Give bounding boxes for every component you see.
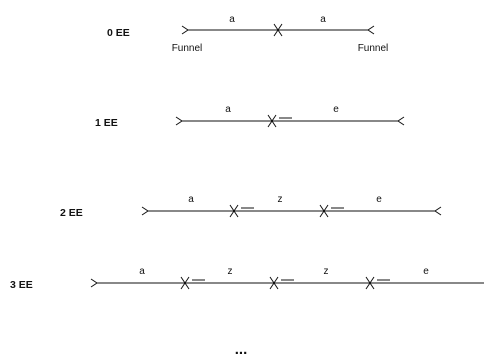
row-label: 3 EE [10,279,33,291]
row-3ee: 3 EE a z z e [10,266,484,291]
row-1ee: 1 EE a e [95,104,405,129]
segment-label: z [324,266,329,277]
cross-icon [365,276,375,290]
funnel-right-icon [367,25,375,35]
funnel-right-icon [434,206,442,216]
cross-icon [273,23,283,37]
segment-label: a [139,266,145,277]
funnel-label: Funnel [358,43,389,54]
funnel-left-icon [90,278,98,288]
cross-icon [229,204,239,218]
funnel-left-icon [175,116,183,126]
segment-label: e [333,104,339,115]
segment-label: z [228,266,233,277]
row-label: 0 EE [107,27,130,39]
cross-icon [319,204,329,218]
funnel-left-icon [141,206,149,216]
funnel-left-icon [181,25,189,35]
cross-icon [267,114,277,128]
segment-label: a [188,194,194,205]
row-label: 2 EE [60,207,83,219]
row-0ee: 0 EE a a Funnel Funnel [107,14,388,54]
row-label: 1 EE [95,117,118,129]
funnel-right-icon [397,116,405,126]
segment-label: e [376,194,382,205]
segment-label: a [225,104,231,115]
segment-label: z [278,194,283,205]
continuation-ellipsis: ... [235,341,248,358]
funnel-label: Funnel [172,43,203,54]
segment-label: a [320,14,326,25]
row-2ee: 2 EE a z e [60,194,442,219]
segment-label: e [423,266,429,277]
segment-label: a [229,14,235,25]
cross-icon [180,276,190,290]
cross-icon [269,276,279,290]
